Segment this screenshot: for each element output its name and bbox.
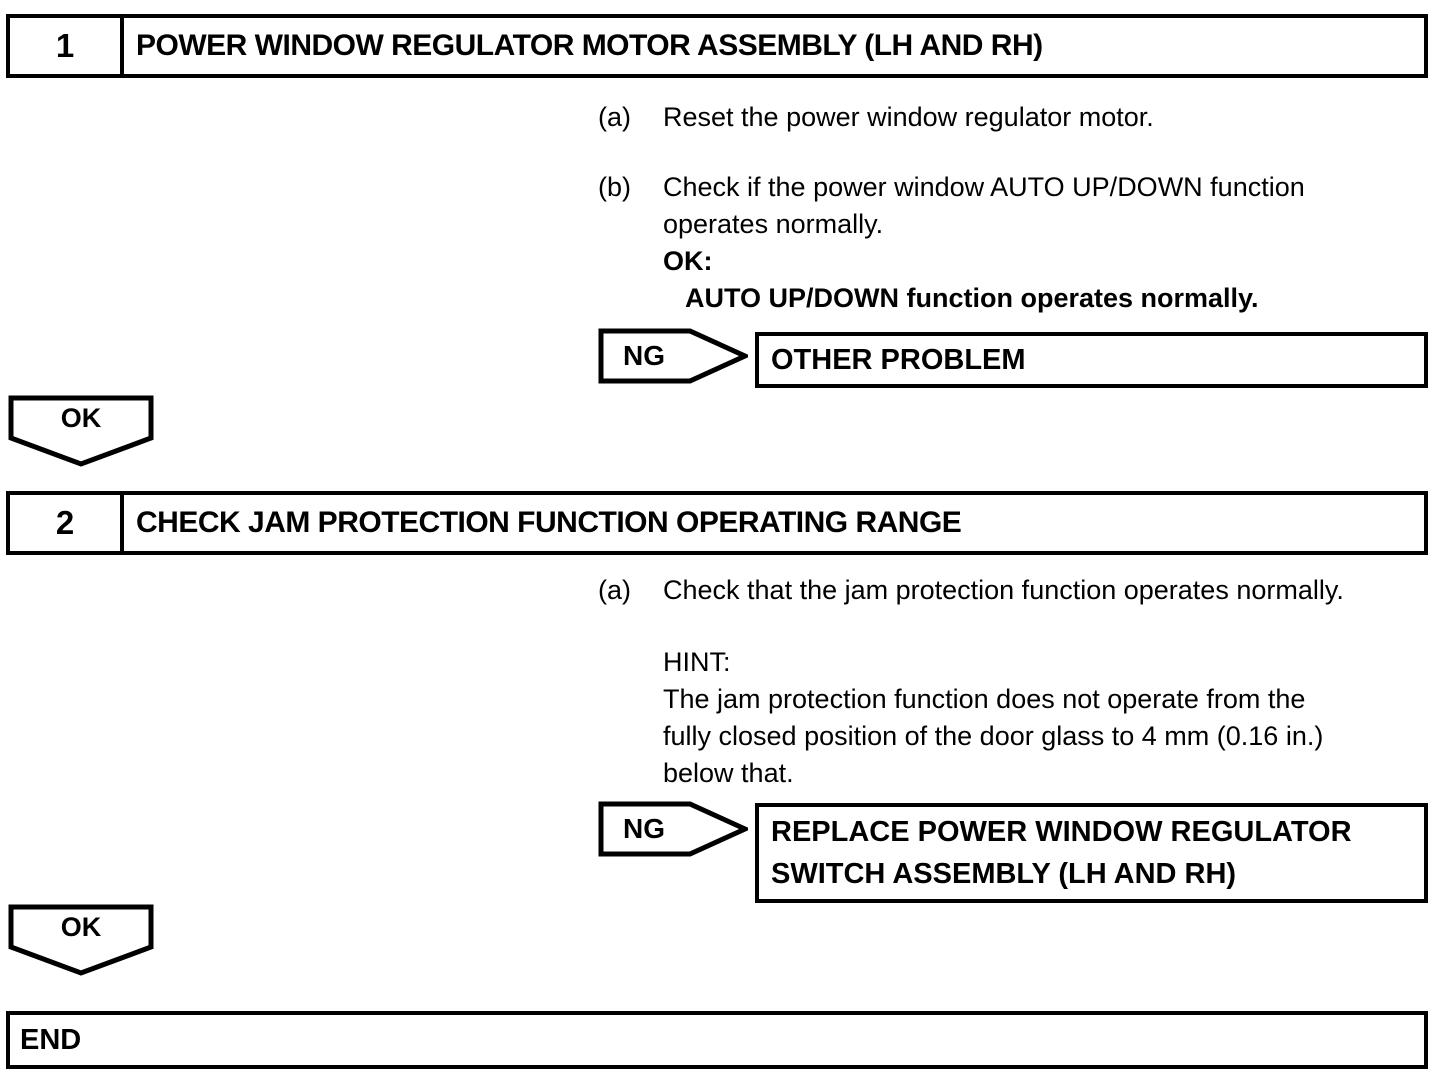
ng-label: NG	[623, 813, 665, 844]
instruction-label-a: (a)	[598, 575, 631, 605]
instruction-text-line: Reset the power window regulator motor.	[663, 102, 1154, 132]
ng-label: NG	[623, 340, 665, 371]
step-2-hint: HINT: The jam protection function does n…	[598, 644, 1323, 792]
end-label: END	[20, 1023, 82, 1056]
hint-label: HINT:	[663, 647, 731, 677]
ng-result-text: REPLACE POWER WINDOW REGULATOR	[771, 816, 1352, 848]
end-box: END	[6, 1011, 1428, 1069]
step-1-title: POWER WINDOW REGULATOR MOTOR ASSEMBLY (L…	[136, 29, 1043, 62]
step-1-header: 1 POWER WINDOW REGULATOR MOTOR ASSEMBLY …	[6, 14, 1428, 78]
ok-pentagon-down-icon	[8, 395, 154, 467]
step-1-instruction-a: (a) Reset the power window regulator mot…	[598, 99, 1154, 136]
step-2-ok-arrow: OK	[8, 904, 154, 976]
step-2-ng-arrow: NG	[598, 801, 748, 857]
step-2-number: 2	[10, 495, 124, 551]
ok-label: OK	[60, 402, 102, 433]
step-1-number: 1	[10, 18, 124, 74]
hint-text-line: fully closed position of the door glass …	[663, 721, 1324, 751]
instruction-text-line: operates normally.	[663, 209, 884, 239]
instruction-text-line: Check that the jam protection function o…	[663, 575, 1344, 605]
hint-text-line: The jam protection function does not ope…	[663, 684, 1306, 714]
ok-criteria-text: AUTO UP/DOWN function operates normally.	[685, 283, 1259, 313]
step-2-instruction-a: (a) Check that the jam protection functi…	[598, 572, 1344, 609]
ok-label: OK	[60, 911, 102, 942]
ng-result-text: OTHER PROBLEM	[771, 344, 1026, 376]
ng-result-text: SWITCH ASSEMBLY (LH AND RH)	[771, 858, 1237, 890]
step-2-header: 2 CHECK JAM PROTECTION FUNCTION OPERATIN…	[6, 491, 1428, 555]
ok-pentagon-down-icon	[8, 904, 154, 976]
ng-pentagon-right-icon	[598, 801, 748, 857]
step-1-ng-arrow: NG	[598, 328, 748, 384]
instruction-label-b: (b)	[598, 172, 631, 202]
instruction-text-line: Check if the power window AUTO UP/DOWN f…	[663, 172, 1305, 202]
hint-text-line: below that.	[663, 758, 794, 788]
step-2-ng-result-box: REPLACE POWER WINDOW REGULATOR SWITCH AS…	[755, 803, 1428, 903]
step-1-instruction-b: (b) Check if the power window AUTO UP/DO…	[598, 169, 1305, 317]
step-1-ng-result-box: OTHER PROBLEM	[755, 332, 1428, 388]
instruction-label-a: (a)	[598, 102, 631, 132]
step-1-ok-arrow: OK	[8, 395, 154, 467]
ng-pentagon-right-icon	[598, 328, 748, 384]
step-2-title: CHECK JAM PROTECTION FUNCTION OPERATING …	[136, 506, 962, 539]
ok-criteria-label: OK:	[663, 246, 713, 276]
